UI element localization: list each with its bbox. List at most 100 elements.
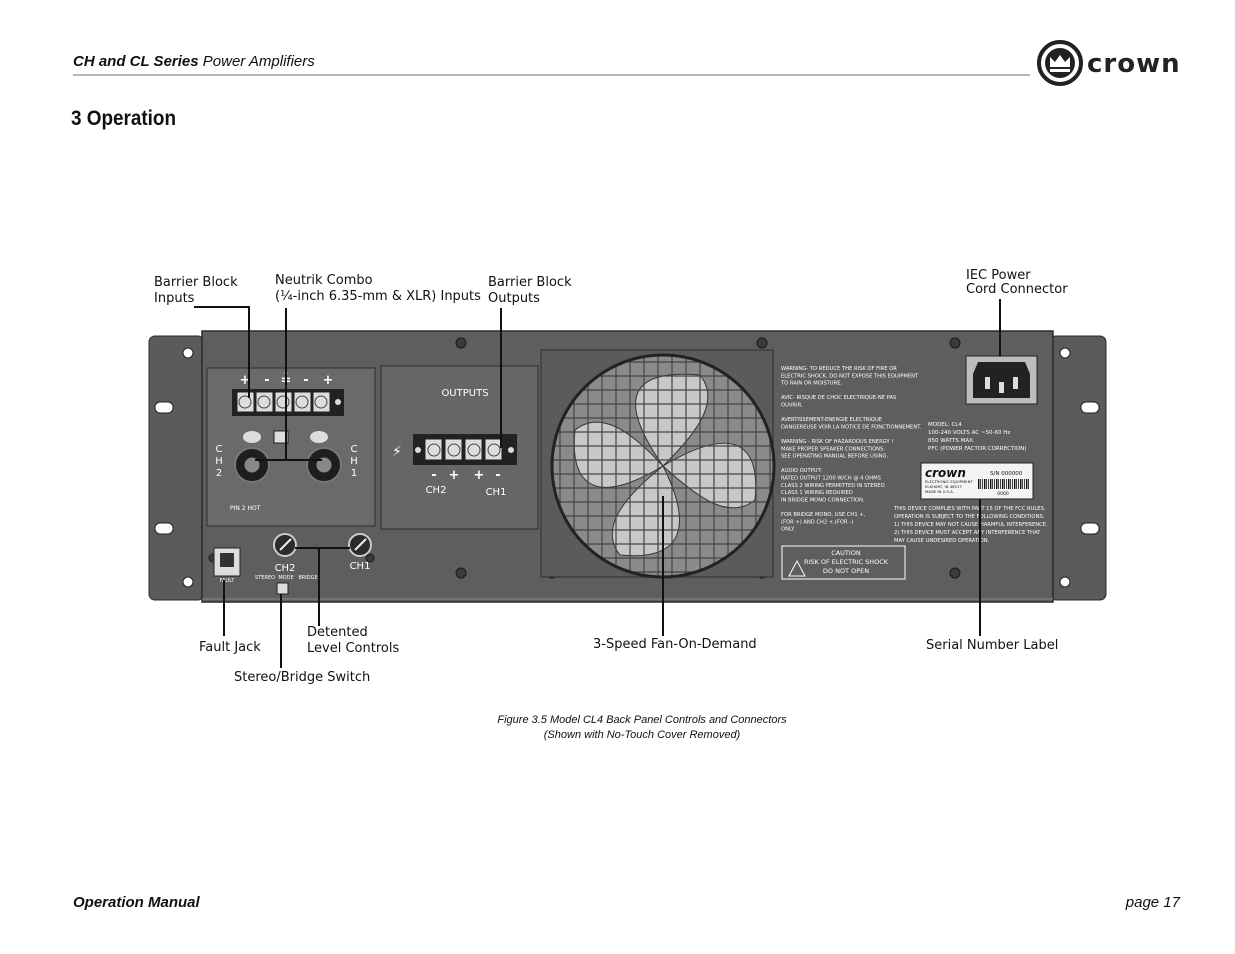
- model-line: MODEL: CL4: [928, 422, 962, 428]
- footer-manual-title: Operation Manual: [73, 894, 200, 911]
- callout-line: IEC Power: [966, 268, 1031, 283]
- callout-iec: IEC Power Cord Connector: [966, 269, 1068, 297]
- input-barrier-block: [232, 389, 344, 416]
- ch2-knob-label: CH2: [275, 563, 296, 574]
- warning-line: DANGEREUSE VOIR LA NOTICE DE FONCTIONNEM…: [781, 424, 922, 430]
- input-sign: +: [323, 373, 334, 388]
- output-polarity-signs: -++-: [431, 468, 500, 483]
- warning-line: IN BRIDGE MONO CONNECTION.: [781, 497, 865, 503]
- barcode-bar: [1022, 479, 1023, 489]
- fcc-line: OPERATION IS SUBJECT TO THE FOLLOWING CO…: [894, 514, 1045, 520]
- barcode-bar: [1008, 479, 1010, 489]
- barcode-bar: [1002, 479, 1004, 489]
- callout-fault-jack: Fault Jack: [199, 640, 261, 656]
- callout-line: Barrier Block: [488, 275, 572, 290]
- output-sign: -: [495, 468, 500, 483]
- hazard-bolt-icon: ⚡: [392, 444, 402, 460]
- stereo-bridge-switch: [276, 582, 289, 595]
- fault-jack-label: FAULT: [220, 578, 236, 584]
- callout-stereo-bridge: Stereo/Bridge Switch: [234, 670, 370, 686]
- callout-detented: Detented Level Controls: [307, 625, 399, 657]
- serial-subline: ELKHART, IN 46517: [925, 484, 962, 489]
- right-rack-ear: [1049, 335, 1107, 601]
- serial-barcode: [978, 479, 1029, 489]
- callout-line: Serial Number Label: [926, 638, 1059, 653]
- mode-label: BRIDGE: [298, 575, 317, 581]
- ch1-level-knob: [348, 533, 372, 557]
- model-line: 850 WATTS MAX.: [928, 438, 975, 444]
- callout-fan: 3-Speed Fan-On-Demand: [593, 637, 757, 653]
- crown-logo-icon: [1037, 40, 1083, 86]
- barcode-bar: [986, 479, 987, 489]
- fcc-compliance-text: THIS DEVICE COMPLIES WITH PART 15 OF THE…: [893, 506, 1048, 544]
- input-sign: +: [240, 373, 251, 388]
- barcode-bar: [1004, 479, 1005, 489]
- barcode-bar: [998, 479, 999, 489]
- ch2-output-label: CH2: [426, 485, 447, 496]
- left-rack-ear: [148, 335, 205, 601]
- warning-line: WARNING- TO REDUCE THE RISK OF FIRE OR: [781, 366, 897, 372]
- barcode-bar: [978, 479, 980, 489]
- combo-jack-ch1: [306, 431, 342, 483]
- serial-number-value: S/N 000000: [990, 471, 1023, 477]
- ch1-letter: 1: [351, 468, 357, 479]
- running-header: CH and CL Series Power Amplifiers: [73, 53, 315, 70]
- barcode-bar: [1014, 479, 1016, 489]
- callout-line: Level Controls: [307, 641, 400, 656]
- serial-number-label: crown S/N 000000 ELECTRONIC EQUIPMENTELK…: [920, 462, 1034, 500]
- footer-page-number: page 17: [1125, 894, 1180, 911]
- barcode-bar: [1028, 479, 1029, 489]
- barcode-bar: [1026, 479, 1028, 489]
- mode-label: STEREO: [255, 575, 275, 581]
- warning-line: (FOR +) AND CH2 +,(FOR -): [781, 519, 853, 525]
- barcode-bar: [996, 479, 998, 489]
- warning-line: MAKE PROPER SPEAKER CONNECTIONS.: [781, 446, 885, 452]
- callout-line: Stereo/Bridge Switch: [234, 670, 371, 685]
- fault-jack: FAULT: [213, 547, 241, 584]
- caption-line: Figure 3.5 Model CL4 Back Panel Controls…: [497, 714, 787, 726]
- fcc-line: 2) THIS DEVICE MUST ACCEPT ANY INTERFERE…: [894, 530, 1041, 536]
- barcode-bar: [994, 479, 995, 489]
- callout-serial: Serial Number Label: [926, 638, 1058, 654]
- section-title: 3 Operation: [71, 107, 177, 130]
- outputs-title: OUTPUTS: [441, 388, 488, 399]
- warning-line: AVERTISSEMENT-ENERGIE ELECTRIQUE: [781, 417, 882, 423]
- caution-line: CAUTION: [831, 549, 861, 557]
- callout-line: Detented: [307, 625, 368, 640]
- barcode-bar: [988, 479, 989, 489]
- mode-label: MODE: [278, 575, 293, 581]
- barcode-bar: [1012, 479, 1013, 489]
- output-sign: +: [449, 468, 460, 483]
- callout-line: Fault Jack: [199, 640, 261, 655]
- barcode-bar: [1010, 479, 1011, 489]
- warning-line: WARNING - RISK OF HAZARDOUS ENERGY !: [781, 439, 893, 445]
- model-line: 100-240 VOLTS AC ~50-60 Hz: [928, 430, 1010, 436]
- series-suffix: Power Amplifiers: [198, 53, 315, 70]
- model-line: PFC (POWER FACTOR CORRECTION): [928, 446, 1026, 452]
- barcode-bar: [1000, 479, 1001, 489]
- output-sign: -: [431, 468, 436, 483]
- iec-power-connector: [965, 355, 1038, 405]
- cooling-fan: [540, 349, 776, 579]
- callout-barrier-inputs: Barrier Block Inputs: [154, 275, 238, 307]
- ch1-output-label: CH1: [486, 487, 507, 498]
- callout-neutrik: Neutrik Combo (¼-inch 6.35-mm & XLR) Inp…: [275, 273, 481, 305]
- model-rating-text: MODEL: CL4 100-240 VOLTS AC ~50-60 Hz 850 …: [928, 422, 1026, 452]
- barcode-bar: [1006, 479, 1007, 489]
- callout-leaders: [194, 299, 1001, 668]
- ch2-letter: C: [216, 444, 223, 455]
- ch2-letter: 2: [216, 468, 222, 479]
- warning-line: ONLY.: [781, 527, 795, 533]
- callout-line: (¼-inch 6.35-mm & XLR) Inputs: [275, 289, 481, 304]
- serial-subline: MADE IN U.S.A.: [925, 489, 954, 494]
- callout-line: 3-Speed Fan-On-Demand: [593, 637, 757, 652]
- barcode-bar: [1016, 479, 1017, 489]
- barcode-bar: [1024, 479, 1025, 489]
- output-barrier-block: [413, 434, 517, 465]
- warning-text-block: WARNING- TO REDUCE THE RISK OF FIRE OREL…: [780, 366, 922, 533]
- caution-line: RISK OF ELECTRIC SHOCK: [804, 558, 889, 566]
- ch1-letter: C: [351, 444, 358, 455]
